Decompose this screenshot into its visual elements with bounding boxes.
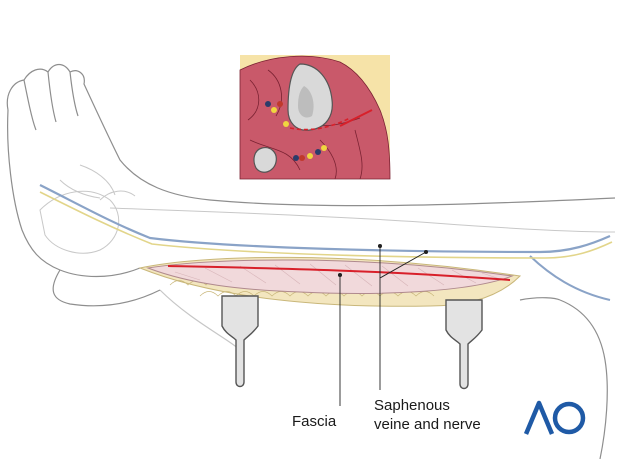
retractor-left [221, 295, 259, 388]
saphenous-label-line1: Saphenous [374, 397, 450, 414]
saphenous-label-line2: veine and nerve [374, 416, 481, 433]
foot-bones [39, 164, 616, 254]
cross-section-inset [239, 55, 391, 180]
ao-logo [524, 400, 586, 435]
saphenous-vein [39, 184, 611, 301]
saphenous-label: Saphenous veine and nerve [374, 396, 481, 434]
neurovascular-dots [265, 101, 327, 161]
fascia-label: Fascia [292, 413, 337, 430]
leg-outline [6, 63, 616, 459]
saphenous-nerve [39, 191, 613, 259]
retractor-right [445, 299, 483, 390]
incision-line [167, 265, 511, 281]
fibula-bone [253, 147, 277, 173]
leader-lines [337, 243, 429, 406]
